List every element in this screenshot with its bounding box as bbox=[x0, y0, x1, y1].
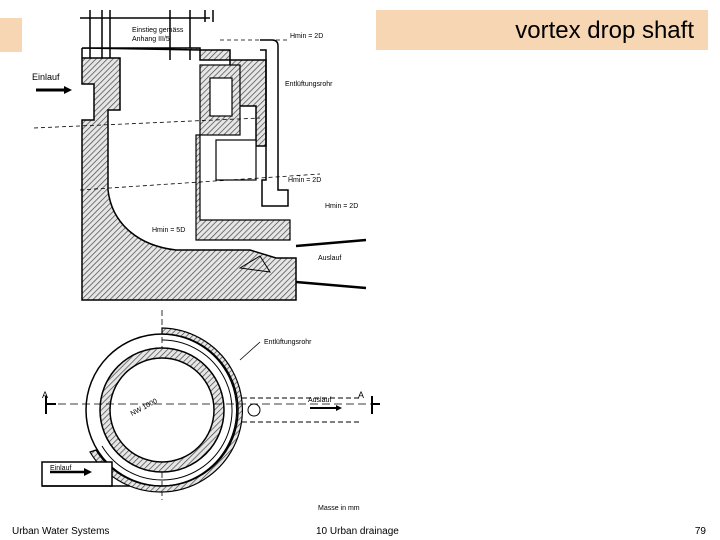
plan-inlet bbox=[41, 461, 130, 487]
ventilation-pipe bbox=[260, 39, 289, 207]
outlet-pipe bbox=[295, 238, 367, 290]
outlet-deflector bbox=[238, 255, 271, 273]
footer-chapter: 10 Urban drainage bbox=[316, 526, 399, 537]
plan-outlet-arrow bbox=[310, 405, 342, 411]
spiral-outer bbox=[89, 327, 244, 493]
page-number: 79 bbox=[694, 526, 706, 537]
dimension-lines bbox=[33, 39, 321, 191]
vortex-drop-shaft-diagram: Einstieg gemäss Anhang III/5 Hmin = 2D E… bbox=[32, 10, 380, 512]
lower-wall bbox=[195, 134, 291, 241]
spiral-path bbox=[101, 339, 233, 481]
label-einlauf-plan: Einlauf bbox=[50, 465, 71, 472]
footer-course-name: Urban Water Systems bbox=[12, 526, 110, 537]
label-section-a-left: A bbox=[42, 390, 48, 400]
label-masse: Masse in mm bbox=[318, 505, 360, 512]
shaft-wall-outer bbox=[85, 333, 239, 487]
title-banner: vortex drop shaft bbox=[376, 10, 708, 50]
label-entlueftung: Entlüftungsrohr bbox=[285, 81, 333, 88]
label-einlauf: Einlauf bbox=[32, 72, 60, 82]
label-auslauf: Auslauf bbox=[318, 255, 341, 262]
label-entlueftungsrohr-plan: Entlüftungsrohr bbox=[264, 339, 312, 346]
section-line bbox=[45, 396, 380, 414]
slide-title: vortex drop shaft bbox=[515, 17, 694, 44]
inner-void bbox=[215, 139, 257, 181]
label-hmin-right: Hmin = 2D bbox=[325, 203, 358, 210]
label-auslauf-plan: Auslauf bbox=[308, 397, 331, 404]
access-shaft bbox=[80, 10, 214, 60]
title-accent-strip bbox=[0, 18, 22, 52]
shaft-interior bbox=[109, 357, 215, 463]
plan-view: Entlüftungsrohr A A NW 1000 Auslauf Einl… bbox=[41, 310, 380, 512]
label-einstieg-1: Einstieg gemäss bbox=[132, 27, 184, 34]
label-section-a-right: A bbox=[358, 390, 364, 400]
plan-outlet bbox=[242, 397, 360, 423]
label-hmin-mid: Hmin = 2D bbox=[288, 177, 321, 184]
leader-line bbox=[239, 341, 261, 361]
shaft-opening bbox=[209, 77, 233, 117]
label-hmin-top: Hmin = 2D bbox=[290, 33, 323, 40]
elevation-view: Einstieg gemäss Anhang III/5 Hmin = 2D E… bbox=[32, 10, 367, 301]
label-hmin-left: Hmin = 5D bbox=[152, 227, 185, 234]
label-einstieg-2: Anhang III/5 bbox=[132, 36, 170, 43]
inlet-arrow bbox=[36, 86, 72, 94]
